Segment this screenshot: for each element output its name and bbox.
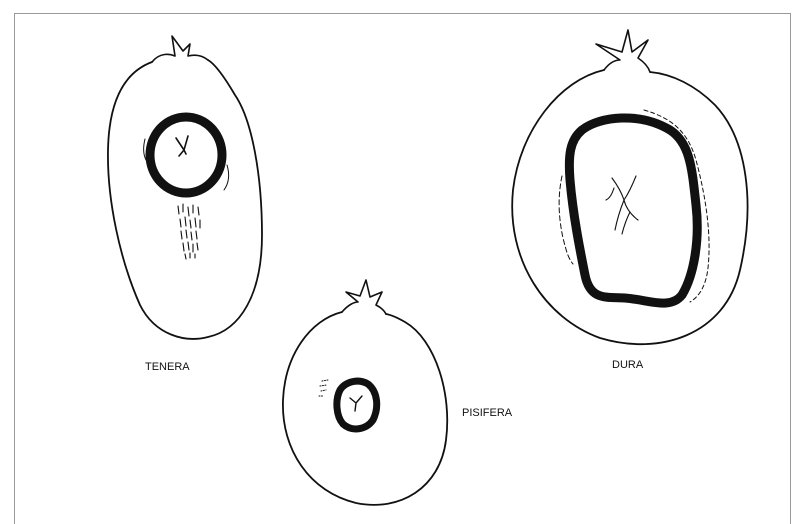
tenera-kernel [176, 136, 188, 156]
tenera-fibre-arc [224, 165, 229, 190]
dura-fruit [512, 30, 747, 344]
pisifera-stalk [342, 280, 386, 314]
dura-stalk [596, 30, 650, 72]
figure-frame [15, 14, 791, 524]
tenera-shell [150, 117, 222, 193]
tenera-outer-skin [108, 60, 262, 339]
dura-outer-skin [512, 70, 747, 344]
dura-shell [569, 118, 697, 303]
label-tenera: TENERA [145, 361, 190, 373]
tenera-fruit [108, 36, 262, 339]
pisifera-shell [337, 381, 377, 429]
dura-kernel [606, 176, 638, 234]
pisifera-fibres [319, 380, 328, 396]
label-dura: DURA [612, 359, 644, 371]
pisifera-kernel [350, 396, 362, 411]
tenera-stalk [152, 36, 208, 62]
pisifera-fruit [283, 280, 447, 505]
pisifera-outer-skin [283, 312, 447, 505]
label-pisifera: PISIFERA [462, 407, 513, 419]
tenera-fibres [178, 204, 200, 259]
